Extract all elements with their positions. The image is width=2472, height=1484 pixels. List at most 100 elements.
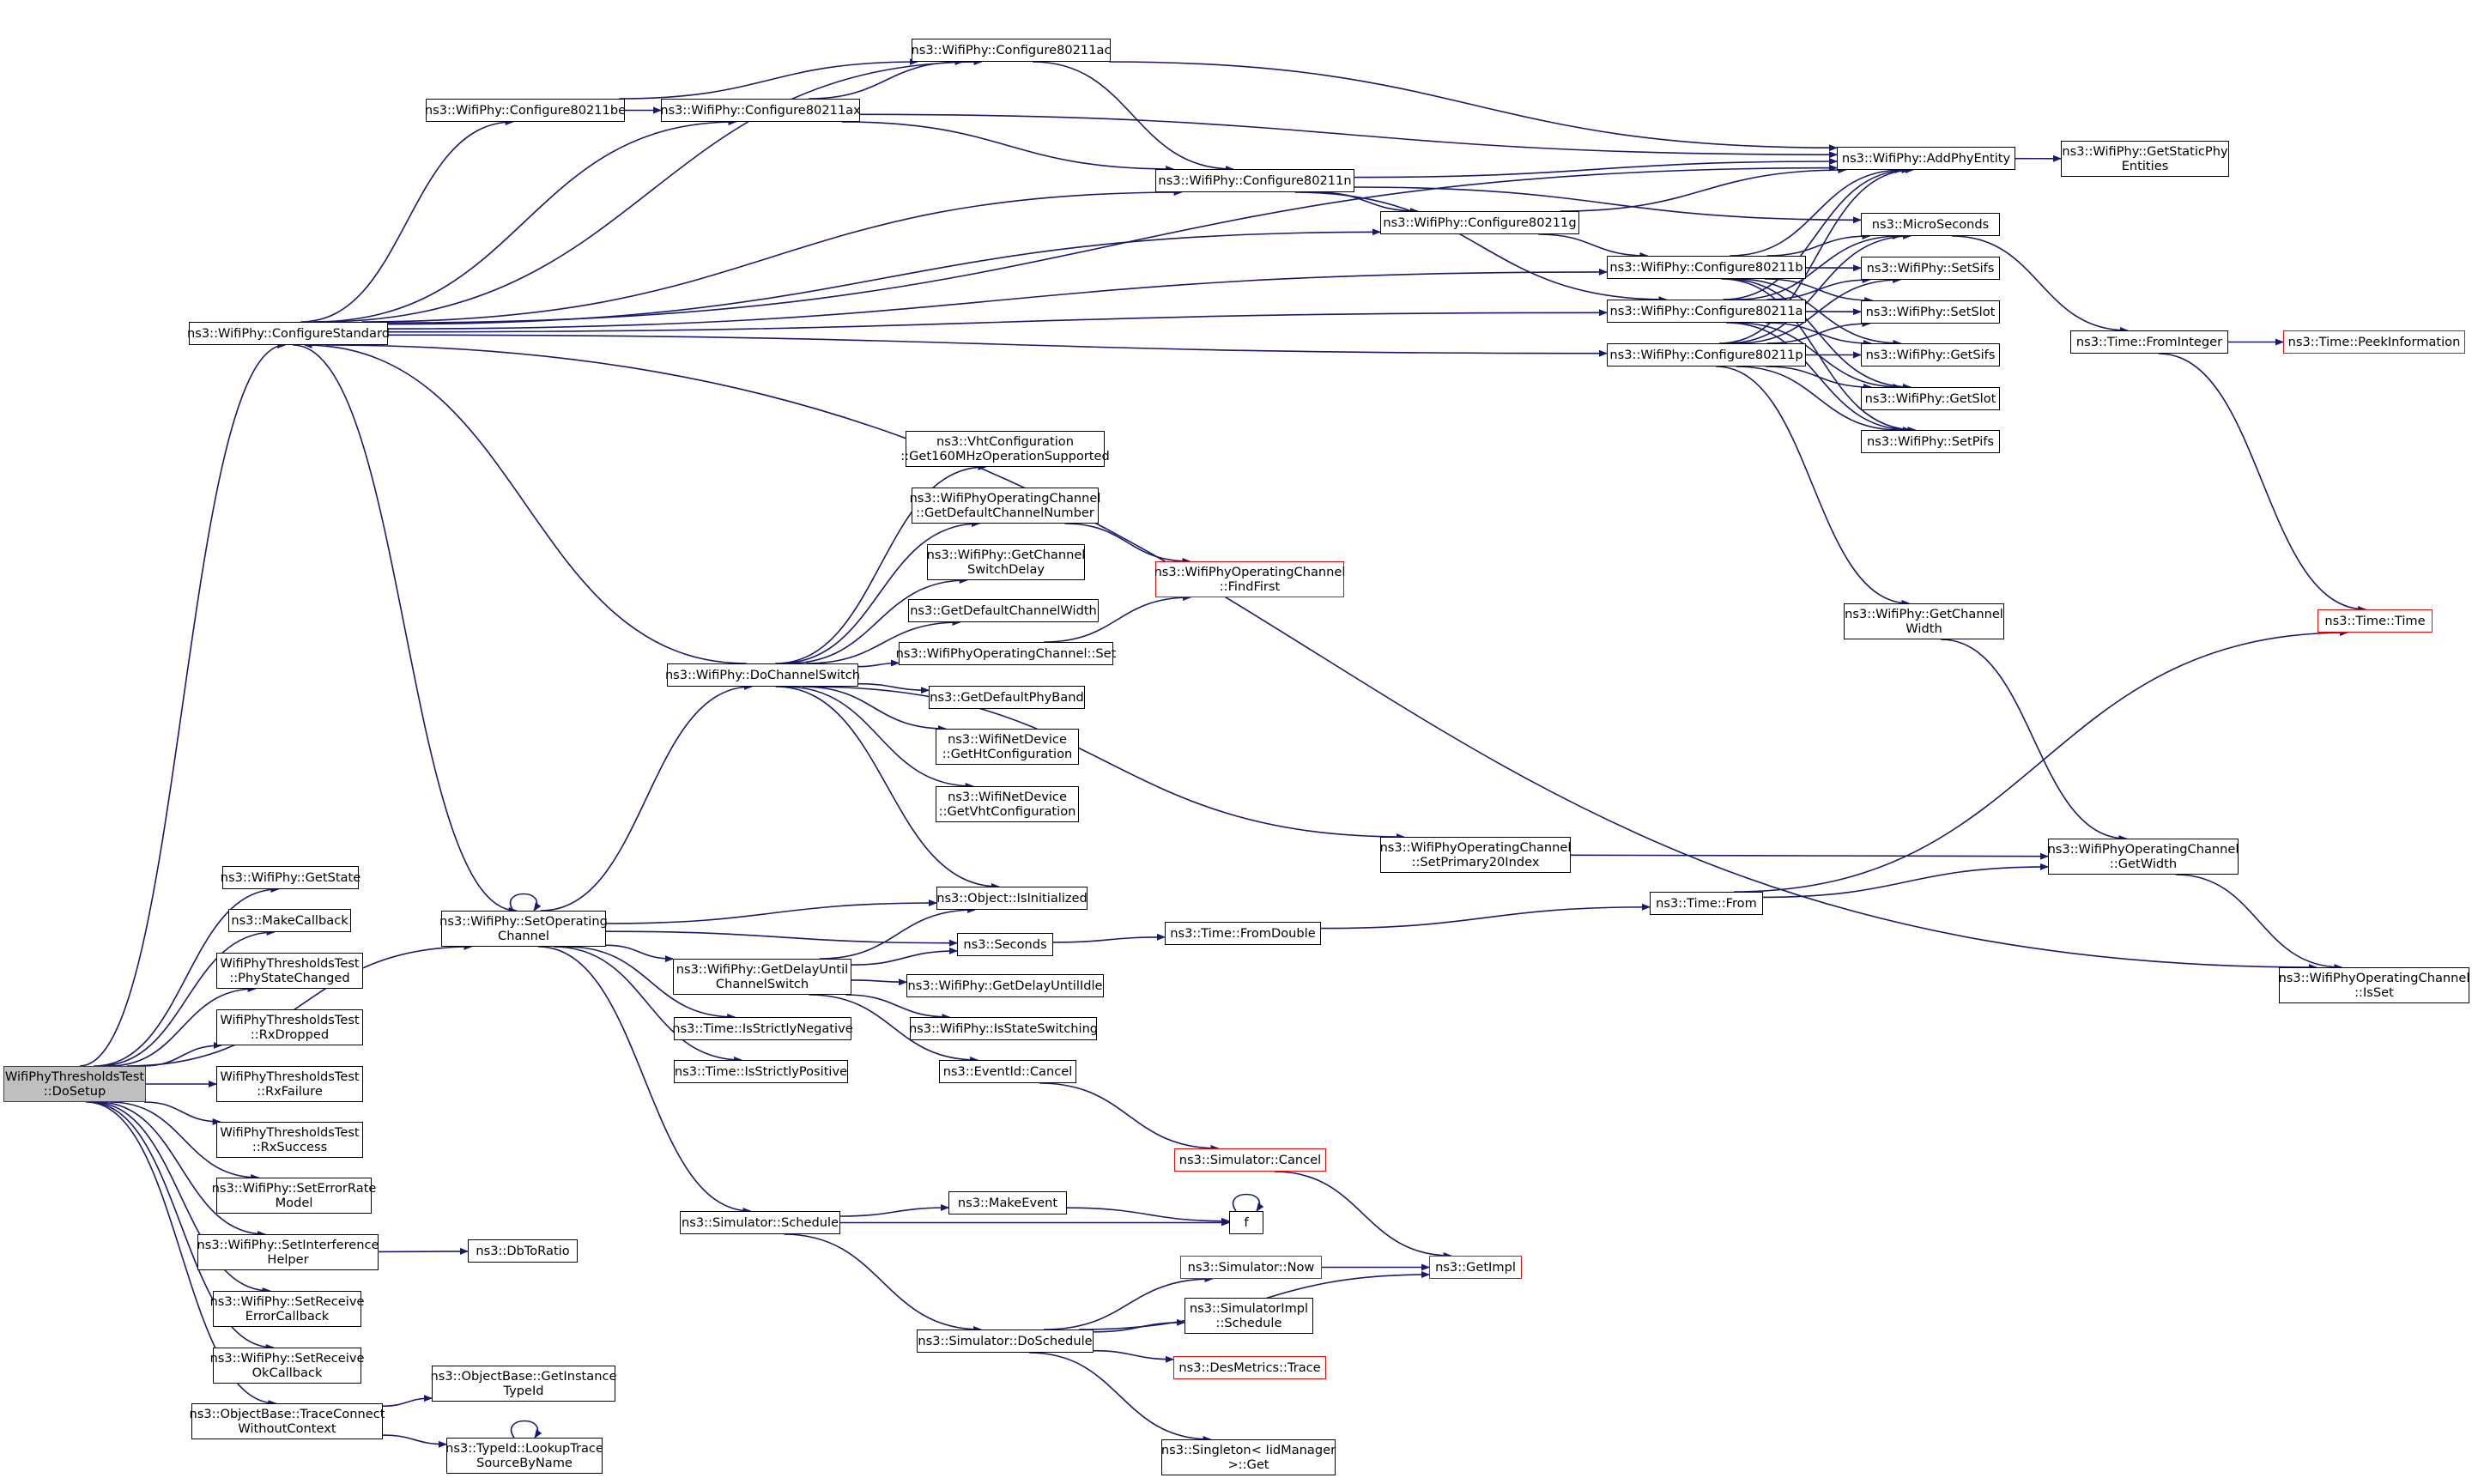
node-simulatordoschedule[interactable]: ns3::Simulator::DoSchedule (917, 1330, 1094, 1353)
node-configure80211be[interactable]: ns3::WifiPhy::Configure80211be (425, 99, 626, 122)
node-timefrominteger[interactable]: ns3::Time::FromInteger (2070, 330, 2228, 354)
node-isset[interactable]: ns3::WifiPhyOperatingChannel::IsSet (2279, 967, 2469, 1003)
node-findfirst[interactable]: ns3::WifiPhyOperatingChannel::FindFirst (1154, 561, 1345, 597)
node-timefrom[interactable]: ns3::Time::From (1650, 892, 1763, 915)
node-label-line: ns3::VhtConfiguration (936, 434, 1074, 449)
node-label-line: ::GetWidth (2109, 857, 2178, 871)
node-getslot[interactable]: ns3::WifiPhy::GetSlot (1861, 387, 2000, 410)
node-addphyentity[interactable]: ns3::WifiPhy::AddPhyEntity (1837, 147, 2015, 170)
node-label-line: ns3::WifiPhy::ConfigureStandard (187, 326, 390, 341)
node-configure80211b[interactable]: ns3::WifiPhy::Configure80211b (1607, 256, 1806, 279)
edge-configurestandard-to-configure80211ac (318, 58, 983, 323)
node-f[interactable]: f (1229, 1211, 1263, 1234)
node-objectisinitialized[interactable]: ns3::Object::IsInitialized (936, 887, 1088, 910)
node-label-line: ns3::WifiPhyOperatingChannel (2047, 842, 2239, 857)
node-getdefaultchannelnumber[interactable]: ns3::WifiPhyOperatingChannel::GetDefault… (910, 488, 1100, 524)
node-setpifs[interactable]: ns3::WifiPhy::SetPifs (1861, 430, 2000, 453)
node-label-line: Helper (267, 1252, 309, 1267)
node-label-line: ::DoSetup (43, 1084, 106, 1099)
node-rxfailure[interactable]: WifiPhyThresholdsTest::RxFailure (216, 1066, 363, 1102)
node-getimpl[interactable]: ns3::GetImpl (1429, 1256, 1522, 1279)
node-label-line: ns3::WifiPhy::SetSifs (1866, 261, 1995, 276)
node-configure80211n[interactable]: ns3::WifiPhy::Configure80211n (1155, 169, 1354, 192)
node-peekinformation[interactable]: ns3::Time::PeekInformation (2283, 330, 2465, 354)
node-timefromdouble[interactable]: ns3::Time::FromDouble (1165, 922, 1321, 945)
node-eventidcancel[interactable]: ns3::EventId::Cancel (939, 1060, 1076, 1083)
node-setslot[interactable]: ns3::WifiPhy::SetSlot (1861, 300, 2000, 324)
node-label-line: ::GetVhtConfiguration (938, 804, 1076, 819)
node-get160mhz[interactable]: ns3::VhtConfiguration::Get160MHzOperatio… (900, 431, 1110, 467)
edge-f-to-f (1232, 1193, 1264, 1212)
node-label-line: ::GetHtConfiguration (942, 747, 1073, 761)
node-getstate[interactable]: ns3::WifiPhy::GetState (221, 866, 360, 889)
node-getsifs[interactable]: ns3::WifiPhy::GetSifs (1861, 343, 2000, 366)
node-simulatornow[interactable]: ns3::Simulator::Now (1180, 1256, 1322, 1279)
node-setsifs[interactable]: ns3::WifiPhy::SetSifs (1861, 257, 2000, 280)
node-rxsuccess[interactable]: WifiPhyThresholdsTest::RxSuccess (216, 1122, 363, 1158)
node-label-line: ns3::WifiNetDevice (948, 732, 1067, 747)
node-configure80211g[interactable]: ns3::WifiPhy::Configure80211g (1380, 211, 1579, 234)
node-label-line: ns3::ObjectBase::GetInstance (430, 1369, 617, 1384)
node-configure80211ax[interactable]: ns3::WifiPhy::Configure80211ax (660, 99, 861, 122)
node-label-line: SwitchDelay (966, 562, 1045, 577)
edge-configure80211ax-to-addphyentity (859, 113, 1838, 159)
node-configure80211a[interactable]: ns3::WifiPhy::Configure80211a (1607, 300, 1806, 323)
node-isstateswitching[interactable]: ns3::WifiPhy::IsStateSwitching (909, 1017, 1098, 1040)
node-label-line: ErrorCallback (245, 1309, 330, 1323)
node-label-line: ::SetPrimary20Index (1411, 855, 1540, 869)
node-dochannelswitch[interactable]: ns3::WifiPhy::DoChannelSwitch (665, 663, 860, 687)
node-label-line: ns3::WifiPhyOperatingChannel (2278, 971, 2470, 985)
node-simulatorschedule[interactable]: ns3::Simulator::Schedule (680, 1211, 840, 1234)
edge-configurestandard-to-configure80211p (387, 334, 1608, 357)
node-dbtoratio[interactable]: ns3::DbToRatio (468, 1239, 578, 1263)
node-label-line: ns3::MakeCallback (231, 913, 348, 928)
node-label-line: ::RxFailure (257, 1084, 323, 1099)
node-getdefaultphyband[interactable]: ns3::GetDefaultPhyBand (929, 686, 1085, 709)
node-rxdropped[interactable]: WifiPhyThresholdsTest::RxDropped (216, 1009, 363, 1045)
node-getdelayuntilidle[interactable]: ns3::WifiPhy::GetDelayUntilIdle (906, 974, 1104, 997)
node-configure80211ac[interactable]: ns3::WifiPhy::Configure80211ac (912, 39, 1111, 62)
node-makeevent[interactable]: ns3::MakeEvent (948, 1191, 1067, 1214)
node-configurestandard[interactable]: ns3::WifiPhy::ConfigureStandard (187, 322, 390, 345)
node-configure80211p[interactable]: ns3::WifiPhy::Configure80211p (1607, 343, 1806, 366)
node-getdefaultchannelwidth[interactable]: ns3::GetDefaultChannelWidth (908, 599, 1099, 622)
node-simulatorcancel[interactable]: ns3::Simulator::Cancel (1174, 1148, 1326, 1172)
node-singletonget[interactable]: ns3::Singleton< IidManager>::Get (1161, 1439, 1336, 1475)
edge-setoperatingchannel-to-objectisinitialized (605, 899, 937, 924)
node-seconds[interactable]: ns3::Seconds (957, 933, 1053, 956)
node-getwidth[interactable]: ns3::WifiPhyOperatingChannel::GetWidth (2048, 839, 2239, 875)
node-getvhtconfiguration[interactable]: ns3::WifiNetDevice::GetVhtConfiguration (936, 786, 1079, 822)
edge-configure80211n-to-configure80211g (1317, 191, 1419, 215)
node-microseconds[interactable]: ns3::MicroSeconds (1861, 213, 2000, 236)
node-label-line: ns3::WifiPhy::Configure80211a (1609, 304, 1803, 318)
node-label-line: ns3::Singleton< IidManager (1160, 1443, 1336, 1457)
node-label-line: WifiPhyThresholdsTest (220, 1125, 360, 1140)
edge-dosetup-to-rxdropped (142, 1042, 222, 1067)
node-operatingchannelset[interactable]: ns3::WifiPhyOperatingChannel::Set (896, 642, 1116, 665)
node-setprimary20index[interactable]: ns3::WifiPhyOperatingChannel::SetPrimary… (1380, 837, 1571, 873)
node-simulatorimplschedule[interactable]: ns3::SimulatorImpl::Schedule (1184, 1298, 1313, 1334)
node-makecallback[interactable]: ns3::MakeCallback (228, 909, 351, 932)
edge-configure80211ac-to-addphyentity (1109, 61, 1838, 152)
edge-configurestandard-to-setoperatingchannel (293, 344, 518, 914)
edge-dochannelswitch-to-operatingchannelset (857, 659, 900, 668)
node-desmetricstrace[interactable]: ns3::DesMetrics::Trace (1173, 1356, 1326, 1379)
node-isstrictlypositive[interactable]: ns3::Time::IsStrictlyPositive (674, 1060, 848, 1083)
node-timetime[interactable]: ns3::Time::Time (2318, 609, 2433, 633)
node-isstrictlynegative[interactable]: ns3::Time::IsStrictlyNegative (672, 1017, 853, 1040)
node-gethtconfiguration[interactable]: ns3::WifiNetDevice::GetHtConfiguration (936, 729, 1079, 765)
edge-configure80211p-to-getchannelwidth (1715, 366, 1911, 607)
node-phystatechanged[interactable]: WifiPhyThresholdsTest::PhyStateChanged (216, 953, 363, 989)
